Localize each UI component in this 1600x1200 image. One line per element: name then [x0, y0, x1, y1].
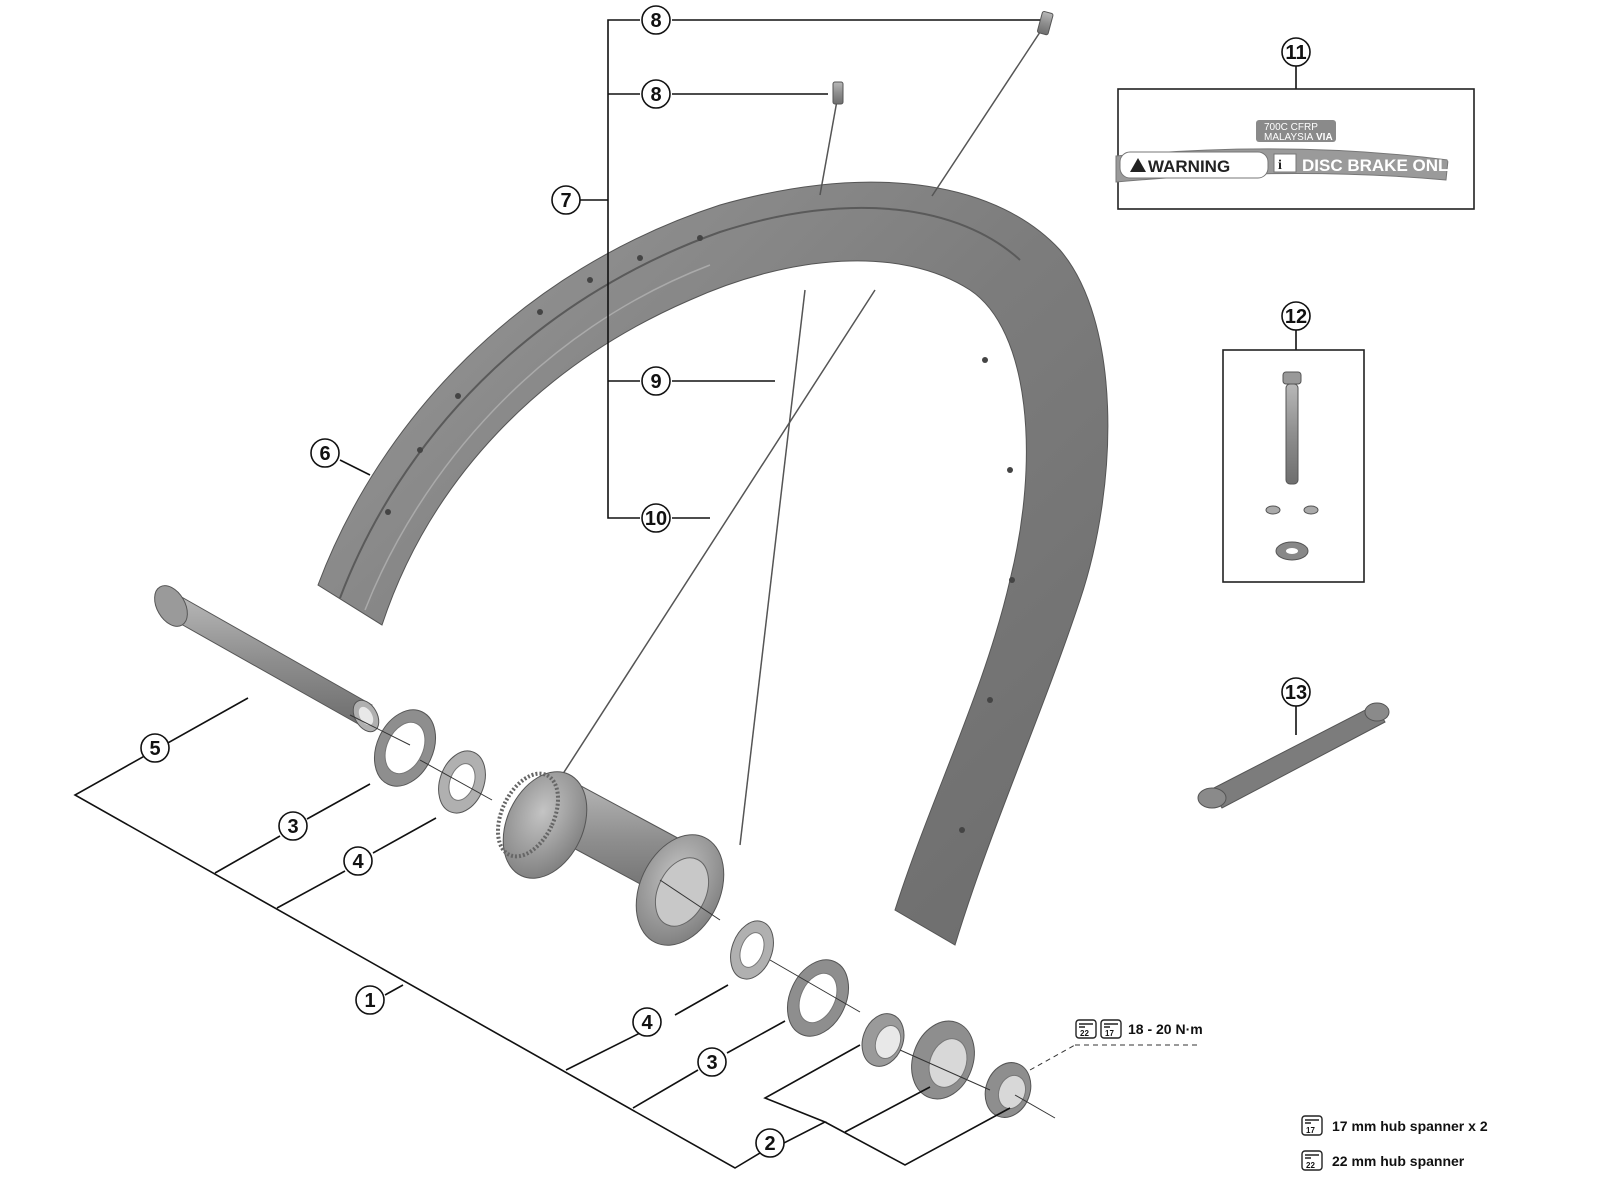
leader-lines	[73, 19, 1297, 1169]
spoke-nipple-top	[1037, 10, 1054, 36]
svg-text:22: 22	[1080, 1029, 1089, 1038]
seal-right	[787, 959, 849, 1037]
legend-text: 17 mm hub spanner x 2	[1332, 1118, 1488, 1134]
callout-3: 3	[278, 811, 308, 841]
callout-number: 7	[560, 190, 571, 212]
callout-number: 3	[706, 1052, 717, 1074]
tool-legend: 17 17 mm hub spanner x 2 22 22 mm hub sp…	[1301, 1115, 1488, 1171]
spanner-22-icon: 22	[1301, 1150, 1323, 1171]
callout-number: 9	[650, 371, 661, 393]
callout-number: 8	[650, 84, 661, 106]
callout-6: 6	[310, 438, 340, 468]
seal-left	[374, 709, 436, 787]
callout-2: 2	[755, 1128, 785, 1158]
rim-spoke-holes	[385, 235, 1015, 833]
callout-1: 1	[355, 985, 385, 1015]
axis-lines	[349, 714, 1200, 1119]
torque-value: 18 - 20 N·m	[1128, 1021, 1203, 1037]
torque-spec: 22 17 18 - 20 N·m	[1075, 1019, 1203, 1039]
callout-number: 13	[1285, 682, 1307, 704]
callout-8: 8	[641, 79, 671, 109]
callout-number: 6	[319, 443, 330, 465]
bearing-left	[438, 750, 486, 814]
callout-4: 4	[343, 846, 373, 876]
origin-label	[1256, 120, 1336, 142]
callout-12: 12	[1281, 301, 1311, 331]
spokes	[547, 19, 1049, 846]
callout-number: 10	[645, 508, 667, 530]
callout-number: 4	[641, 1012, 653, 1034]
end-cap	[984, 1062, 1032, 1118]
svg-text:22: 22	[1306, 1161, 1315, 1170]
manual-info-icon	[1273, 153, 1297, 173]
callout-number: 3	[287, 816, 298, 838]
legend-text: 22 mm hub spanner	[1332, 1153, 1465, 1169]
callout-number: 8	[650, 10, 661, 32]
spoke-nipple-mid	[832, 81, 844, 105]
warning-text: WARNING	[1148, 157, 1230, 176]
callout-number: 1	[364, 990, 375, 1012]
svg-text:17: 17	[1105, 1029, 1114, 1038]
bearing-right	[730, 920, 774, 980]
sticker-line2: MALAYSIA	[1264, 132, 1314, 143]
sticker-line1: 700C CFRP	[1264, 122, 1318, 133]
callout-5: 5	[140, 733, 170, 763]
legend-item: 17 17 mm hub spanner x 2	[1301, 1115, 1488, 1136]
locknut	[861, 1013, 905, 1067]
valve-stem	[1282, 371, 1302, 485]
rim	[317, 181, 1109, 946]
axle	[154, 585, 380, 733]
o-ring-right	[1303, 505, 1319, 515]
spanner-22-icon: 22	[1075, 1019, 1097, 1039]
callout-8: 8	[641, 5, 671, 35]
callout-11: 11	[1281, 37, 1311, 67]
o-ring-left	[1265, 505, 1281, 515]
callout-number: 4	[352, 851, 364, 873]
svg-text:17: 17	[1306, 1126, 1315, 1135]
valve-box	[1222, 349, 1365, 583]
sticker-brand: VIA	[1316, 132, 1333, 143]
callout-3: 3	[697, 1047, 727, 1077]
callout-number: 5	[149, 738, 160, 760]
warning-message: DISC BRAKE ONLY!	[1302, 156, 1464, 175]
callout-7: 7	[551, 185, 581, 215]
callout-number: 11	[1285, 42, 1306, 64]
spanner-17-icon: 17	[1100, 1019, 1122, 1039]
callout-9: 9	[641, 366, 671, 396]
callout-number: 2	[764, 1133, 775, 1155]
sticker-box: 700C CFRP MALAYSIA VIA WARNING i DISC BR…	[1115, 88, 1475, 210]
end-cap-flanged	[911, 1020, 975, 1100]
warning-triangle-icon	[1130, 158, 1146, 172]
callout-number: 12	[1285, 306, 1307, 328]
callout-4: 4	[632, 1007, 662, 1037]
callout-10: 10	[641, 503, 671, 533]
hub-body	[495, 771, 725, 946]
spanner-17-icon: 17	[1301, 1115, 1323, 1136]
callout-13: 13	[1281, 677, 1311, 707]
info-glyph: i	[1278, 158, 1282, 173]
legend-item: 22 22 mm hub spanner	[1301, 1150, 1465, 1171]
hub-spanner	[1197, 702, 1390, 809]
